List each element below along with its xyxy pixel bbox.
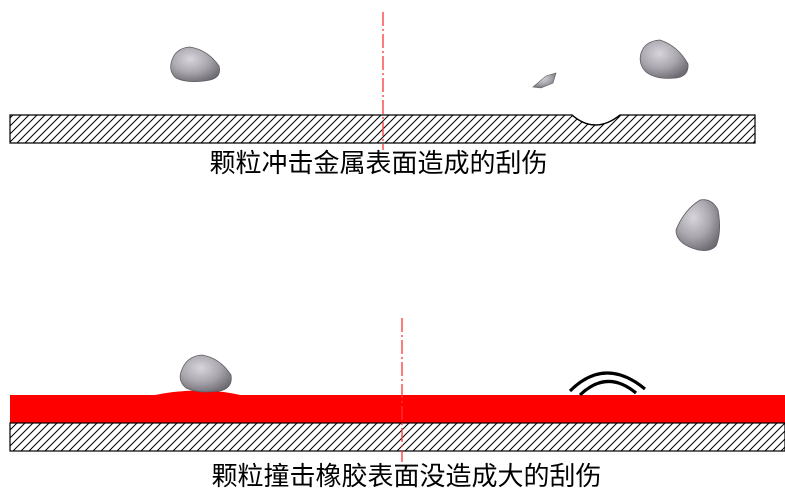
particle-rebound-right xyxy=(639,39,689,79)
metal-fragment xyxy=(532,72,557,89)
rebound-arcs xyxy=(568,371,647,397)
caption-rubber-no-scratch: 颗粒撞击橡胶表面没造成大的刮伤 xyxy=(211,462,602,492)
rubber-scene xyxy=(9,318,785,462)
steel-backing xyxy=(9,422,785,452)
caption-metal-scratch: 颗粒冲击金属表面造成的刮伤 xyxy=(209,149,548,179)
particle-incoming-left xyxy=(170,46,220,82)
particle-mid-right xyxy=(675,199,720,251)
scratch-groove xyxy=(571,114,621,126)
rubber-layer xyxy=(10,395,785,423)
metal-scene xyxy=(9,12,756,150)
particle-on-rubber xyxy=(179,354,232,393)
rubber-deformation xyxy=(150,390,245,396)
